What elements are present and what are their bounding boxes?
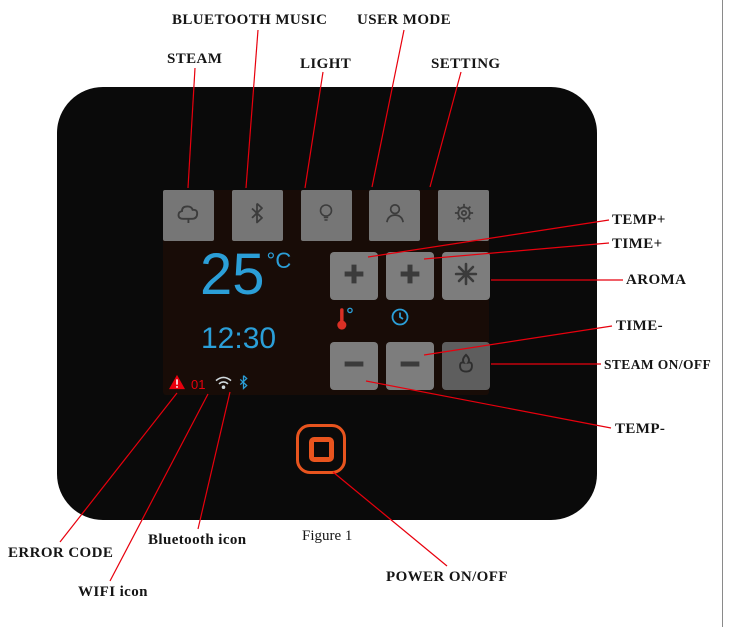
time-readout: 12:30 [201,322,277,355]
setting-button [438,190,489,241]
clock-icon [390,307,410,332]
page-border-line [722,0,723,627]
label-power-on-off: POWER ON/OFF [386,569,508,585]
label-steam: STEAM [167,51,223,67]
gear-icon [451,200,477,231]
plus-icon [395,259,425,294]
temperature-unit: °C [266,248,292,273]
plus-icon [339,259,369,294]
bluetooth-small-icon [238,374,249,395]
steam-on-off-button [442,342,490,390]
status-row: 01 [168,374,249,395]
label-bluetooth-icon: Bluetooth icon [148,532,247,548]
temperature-value: 25 [200,242,265,307]
warning-triangle-icon [168,374,186,395]
temp-minus-button [330,342,378,390]
plus-button-row [330,252,490,300]
thermometer-icon [333,305,355,336]
label-error-code: ERROR CODE [8,545,114,561]
steam-cloud-icon [175,199,203,232]
label-time-minus: TIME- [616,318,663,334]
top-button-row [163,190,489,241]
minus-button-row [330,342,490,390]
temperature-readout: 25°C [200,246,291,304]
label-temp-minus: TEMP- [615,421,666,437]
time-plus-button [386,252,434,300]
label-time-plus: TIME+ [612,236,663,252]
user-icon [382,200,408,231]
label-steam-on-off: STEAM ON/OFF [604,357,712,372]
power-icon [308,436,334,462]
steam-wave-icon [453,351,479,382]
time-minus-button [386,342,434,390]
error-code-value: 01 [191,377,206,392]
temp-plus-button [330,252,378,300]
light-button [300,190,352,241]
label-wifi-icon: WIFI icon [78,584,148,600]
label-bluetooth-music: BLUETOOTH MUSIC [172,12,328,28]
label-temp-plus: TEMP+ [612,212,666,228]
bluetooth-icon [245,201,269,230]
light-bulb-icon [314,201,338,230]
minus-icon [395,349,425,384]
label-light: LIGHT [300,56,352,72]
label-aroma: AROMA [626,272,687,288]
wifi-icon [214,375,233,395]
aroma-button [442,252,490,300]
steam-button [163,190,214,241]
label-user-mode: USER MODE [357,12,452,28]
user-mode-button [369,190,421,241]
minus-icon [339,349,369,384]
aroma-star-icon [452,260,480,293]
power-button [296,424,346,474]
bluetooth-music-button [231,190,283,241]
label-setting: SETTING [431,56,501,72]
figure-caption: Figure 1 [302,528,353,544]
